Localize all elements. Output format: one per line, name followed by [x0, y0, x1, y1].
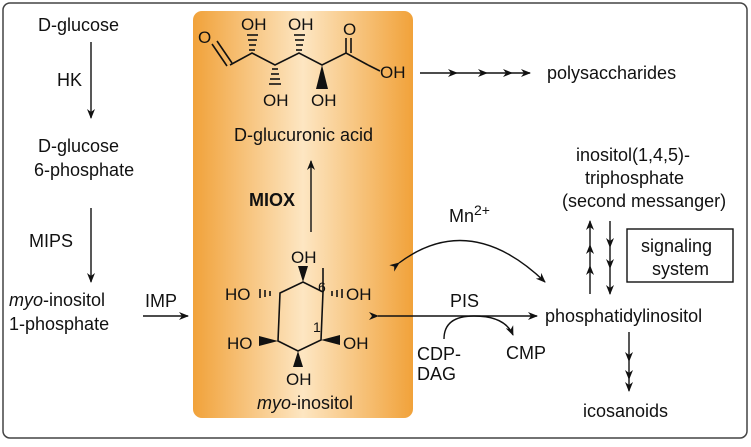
- signaling-line1: signaling: [641, 236, 712, 256]
- mn-curved-arrow: [389, 239, 546, 283]
- multistep-arrowhead-2: [478, 69, 488, 77]
- acid-oh: OH: [380, 63, 406, 82]
- glucuronic-acid-structure: [211, 34, 381, 85]
- wedge-right-oh: [321, 335, 340, 345]
- imp-enzyme-label: IMP: [145, 291, 177, 311]
- mips-enzyme-label: MIPS: [29, 231, 73, 251]
- glucuronic-acid-label: D-glucuronic acid: [234, 125, 373, 145]
- myo-prefix-center: myo: [257, 393, 291, 413]
- mn-symbol: Mn: [449, 206, 474, 226]
- glucose-6-phosphate-line1: D-glucose: [38, 136, 119, 156]
- cdp-dag-curve: [443, 315, 475, 340]
- polysaccharides-label: polysaccharides: [547, 63, 676, 83]
- multistep-icos-1: [625, 352, 633, 362]
- inositol-1-phosphate-line2: 1-phosphate: [9, 314, 109, 334]
- hk-enzyme-label: HK: [57, 70, 82, 90]
- cmp-curve: [473, 315, 514, 336]
- ring-oh-top: OH: [291, 248, 317, 267]
- mn-label: Mn2+: [449, 202, 490, 226]
- ip3-line2: triphosphate: [585, 168, 684, 188]
- wedge-left-oh: [259, 336, 278, 346]
- oh-c2: OH: [241, 15, 267, 34]
- oh-c3: OH: [263, 91, 289, 110]
- wedge-bottom-oh: [293, 351, 303, 367]
- ring-number-1: 1: [313, 319, 321, 335]
- phosphatidylinositol-label: phosphatidylinositol: [545, 306, 702, 326]
- multistep-up-1: [586, 244, 594, 254]
- oh-c5: OH: [311, 91, 337, 110]
- multistep-arrowhead-3: [503, 69, 513, 77]
- ring-ho-left: HO: [225, 285, 251, 304]
- ip3-line1: inositol(1,4,5)-: [576, 145, 690, 165]
- oh-c4: OH: [288, 15, 314, 34]
- pis-enzyme-label: PIS: [450, 291, 479, 311]
- ring-oh-bottom: OH: [286, 370, 312, 389]
- ip3-line3: (second messanger): [562, 191, 726, 211]
- cmp-label: CMP: [506, 343, 546, 363]
- inositol-1-phosphate-line1: myo-inositol: [9, 290, 105, 310]
- multistep-icos-2: [625, 370, 633, 380]
- myo-inositol-label: myo-inositol: [257, 393, 353, 413]
- cdp-dag-line1: CDP-: [417, 344, 461, 364]
- inositol-rest: -inositol: [43, 290, 105, 310]
- multistep-arrowhead-1: [448, 69, 458, 77]
- myo-prefix: myo: [9, 290, 43, 310]
- ring-number-6: 6: [318, 279, 326, 295]
- ring-oh-right: OH: [346, 285, 372, 304]
- multistep-up-2: [586, 265, 594, 275]
- signaling-system-box: [626, 228, 734, 283]
- inositol-rest-center: -inositol: [291, 393, 353, 413]
- miox-enzyme-label: MIOX: [249, 190, 295, 210]
- mn-charge: 2+: [474, 202, 490, 218]
- acid-o: O: [343, 20, 356, 39]
- wedge-bond-c5: [316, 65, 328, 89]
- cdp-dag-line2: DAG: [417, 364, 456, 384]
- highlight-box: [193, 11, 413, 418]
- glucose-6-phosphate-line2: 6-phosphate: [34, 160, 134, 180]
- aldehyde-o: O: [198, 28, 211, 47]
- ring-ho-lower-left: HO: [227, 334, 253, 353]
- wedge-top-oh: [298, 266, 308, 282]
- ring-oh-lower-right: OH: [343, 334, 369, 353]
- icosanoids-label: icosanoids: [583, 401, 668, 421]
- signaling-line2: system: [652, 259, 709, 279]
- multistep-down-1: [606, 238, 614, 248]
- multistep-down-2: [606, 259, 614, 269]
- d-glucose-label: D-glucose: [38, 15, 119, 35]
